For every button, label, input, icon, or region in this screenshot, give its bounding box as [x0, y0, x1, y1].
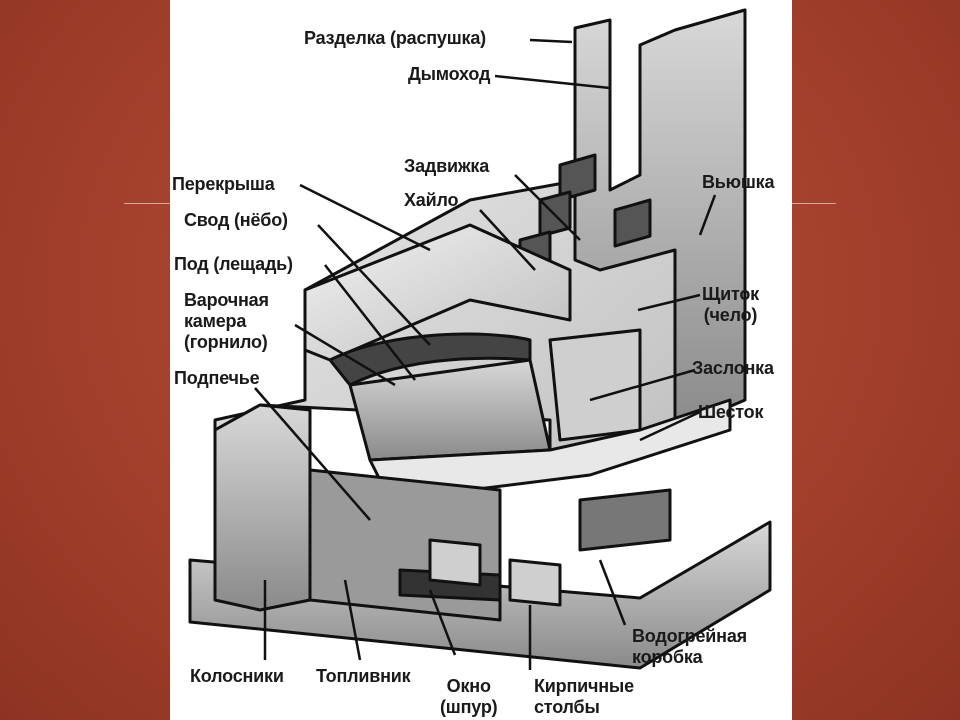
label-kolosniki: Колосники: [190, 666, 284, 686]
label-podpeche: Подпечье: [174, 368, 260, 388]
pillar-2: [428, 538, 482, 587]
label-svod: Свод (нёбо): [184, 210, 288, 230]
diagram-panel: Разделка (распушка) Дымоход Задвижка Хай…: [170, 0, 792, 720]
chimney-step-4: [613, 198, 652, 248]
label-zadvizhka: Задвижка: [404, 156, 490, 176]
left-rule: [124, 203, 170, 204]
chimney-step-1: [558, 153, 597, 202]
label-okno: Окно (шпур): [440, 676, 498, 717]
label-vyushka: Вьюшка: [702, 172, 775, 192]
label-zaslonka: Заслонка: [692, 358, 774, 378]
label-khailo: Хайло: [404, 190, 459, 210]
label-vodogreinaya: Водогрейная коробка: [632, 626, 747, 667]
label-kirpichnye: Кирпичные столбы: [534, 676, 634, 717]
chimney: [573, 8, 747, 432]
svod-arch: [328, 332, 532, 387]
perekrysha-slab: [303, 223, 572, 362]
label-varochnaya: Варочная камера (горнило): [184, 290, 269, 352]
label-perekrysha: Перекрыша: [172, 174, 275, 194]
label-shchitok: Щиток (чело): [702, 284, 759, 325]
pillar-1: [508, 558, 562, 607]
water-box: [578, 488, 672, 552]
right-rule: [792, 203, 836, 204]
label-razdelka: Разделка (распушка): [304, 28, 486, 48]
label-toplivnik: Топливник: [316, 666, 411, 686]
label-pod: Под (лещадь): [174, 254, 293, 274]
leader-lines: [254, 38, 717, 670]
zaslonka: [548, 328, 642, 442]
label-dymokhod: Дымоход: [408, 64, 491, 84]
stove-drawing: [188, 8, 772, 670]
label-shestok: Шесток: [698, 402, 764, 422]
